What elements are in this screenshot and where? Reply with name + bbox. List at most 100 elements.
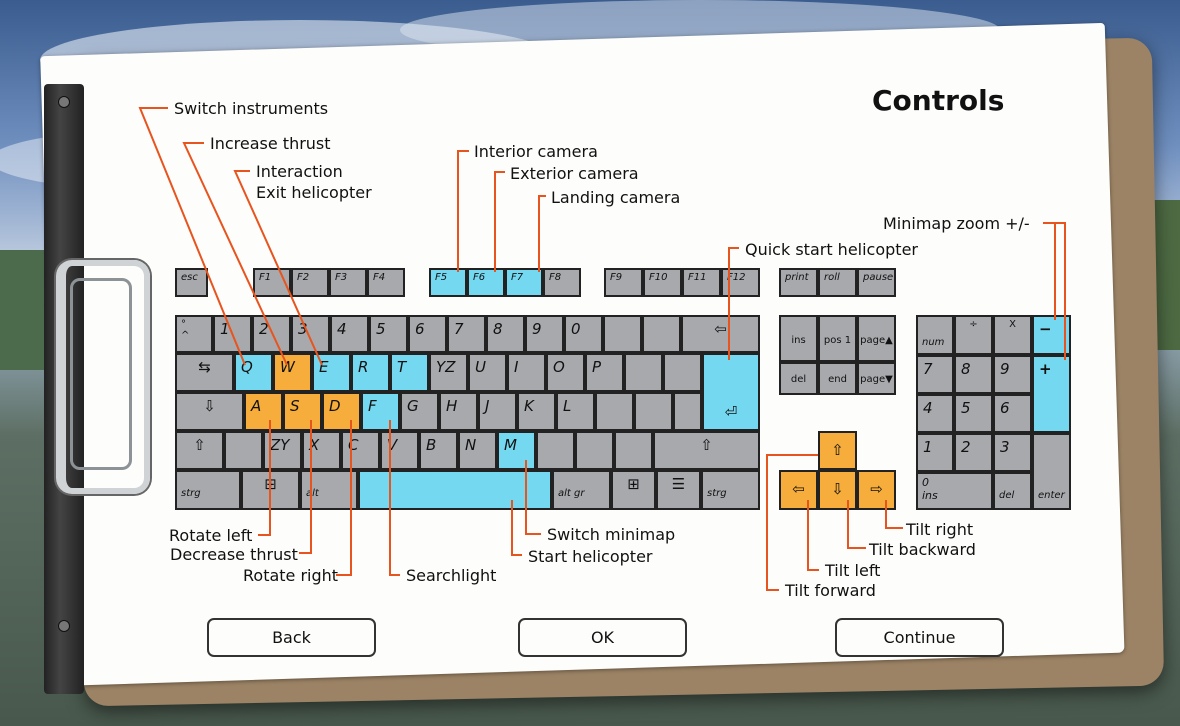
key-h: H — [439, 392, 478, 431]
key-blank — [673, 392, 702, 431]
key-p: P — [585, 353, 624, 392]
key-c: C — [341, 431, 380, 470]
key-v: V — [380, 431, 419, 470]
key-f6: F6 — [467, 268, 505, 297]
key-a: A — [244, 392, 283, 431]
page-title: Controls — [872, 84, 1005, 117]
key-g: G — [400, 392, 439, 431]
key-q: Q — [234, 353, 273, 392]
key-2: 2 — [252, 315, 291, 353]
key-np7: 7 — [916, 355, 954, 394]
key-blank — [634, 392, 673, 431]
key-np8: 8 — [954, 355, 993, 394]
key-b: B — [419, 431, 458, 470]
key-o: O — [546, 353, 585, 392]
key-np0: 0 ins — [916, 472, 993, 510]
label-searchlight: Searchlight — [406, 566, 497, 585]
key-num: num — [916, 315, 954, 355]
menu-icon: ☰ — [656, 470, 701, 510]
key-pause: pause — [857, 268, 896, 297]
key-del: del — [779, 362, 818, 395]
key-zy: ZY — [263, 431, 302, 470]
label-tilt-left: Tilt left — [825, 561, 881, 580]
key-e: E — [312, 353, 351, 392]
key-end: end — [818, 362, 857, 395]
key-np9: 9 — [993, 355, 1032, 394]
clipboard-clip-inner — [70, 278, 132, 470]
shift-right-icon: ⇧ — [653, 431, 760, 470]
key-np6: 6 — [993, 394, 1032, 433]
label-quick-start: Quick start helicopter — [745, 240, 918, 259]
key-0: 0 — [564, 315, 603, 353]
continue-button[interactable]: Continue — [835, 618, 1004, 657]
key-pagedown: page▼ — [857, 362, 896, 395]
tab-icon: ⇆ — [175, 353, 234, 392]
key-d: D — [322, 392, 361, 431]
key-numpad-plus: + — [1032, 355, 1071, 433]
key-blank — [595, 392, 634, 431]
key-f3: F3 — [329, 268, 367, 297]
key-blank — [624, 353, 663, 392]
label-interior-camera: Interior camera — [474, 142, 598, 161]
key-f12: F12 — [721, 268, 760, 297]
key-blank — [575, 431, 614, 470]
key-blank — [642, 315, 681, 353]
key-np5: 5 — [954, 394, 993, 433]
key-numpad-minus: − — [1032, 315, 1071, 355]
key-print: print — [779, 268, 818, 297]
key-f5: F5 — [429, 268, 467, 297]
key-altgr: alt gr — [552, 470, 611, 510]
windows-icon: ⊞ — [611, 470, 656, 510]
key-blank — [614, 431, 653, 470]
key-space — [358, 470, 552, 510]
key-divide: ÷ — [954, 315, 993, 355]
label-tilt-right: Tilt right — [906, 520, 974, 539]
key-alt: alt — [300, 470, 358, 510]
key-k: K — [517, 392, 556, 431]
key-j: J — [478, 392, 517, 431]
arrow-down-icon: ⇩ — [818, 470, 857, 510]
caps-lock-icon: ⇩ — [175, 392, 244, 431]
key-roll: roll — [818, 268, 857, 297]
ok-button[interactable]: OK — [518, 618, 687, 657]
key-i: I — [507, 353, 546, 392]
key-f10: F10 — [643, 268, 682, 297]
key-blank — [224, 431, 263, 470]
label-tilt-backward: Tilt backward — [869, 540, 976, 559]
label-interaction: Interaction — [256, 162, 343, 181]
key-np3: 3 — [993, 433, 1032, 472]
windows-icon: ⊞ — [241, 470, 300, 510]
label-start-helicopter: Start helicopter — [528, 547, 653, 566]
key-np4: 4 — [916, 394, 954, 433]
key-4: 4 — [330, 315, 369, 353]
key-np1: 1 — [916, 433, 954, 472]
label-rotate-left: Rotate left — [169, 526, 253, 545]
key-3: 3 — [291, 315, 330, 353]
key-multiply: X — [993, 315, 1032, 355]
key-u: U — [468, 353, 507, 392]
label-tilt-forward: Tilt forward — [785, 581, 876, 600]
shift-icon: ⇧ — [175, 431, 224, 470]
key-f9: F9 — [604, 268, 643, 297]
key-t: T — [390, 353, 429, 392]
key-m: M — [497, 431, 536, 470]
label-rotate-right: Rotate right — [243, 566, 339, 585]
key-6: 6 — [408, 315, 447, 353]
arrow-left-icon: ⇦ — [779, 470, 818, 510]
label-decrease-thrust: Decrease thrust — [170, 545, 298, 564]
key-s: S — [283, 392, 322, 431]
key-caret: ° ^ — [175, 315, 213, 353]
key-esc: esc — [175, 268, 208, 297]
rivet — [58, 96, 70, 108]
back-button[interactable]: Back — [207, 618, 376, 657]
key-pageup: page▲ — [857, 315, 896, 362]
key-blank — [536, 431, 575, 470]
key-5: 5 — [369, 315, 408, 353]
key-x: X — [302, 431, 341, 470]
key-n: N — [458, 431, 497, 470]
key-npdel: del — [993, 472, 1032, 510]
key-r: R — [351, 353, 390, 392]
label-switch-minimap: Switch minimap — [547, 525, 676, 544]
label-exit-helicopter: Exit helicopter — [256, 183, 372, 202]
label-minimap-zoom: Minimap zoom +/- — [883, 214, 1030, 233]
